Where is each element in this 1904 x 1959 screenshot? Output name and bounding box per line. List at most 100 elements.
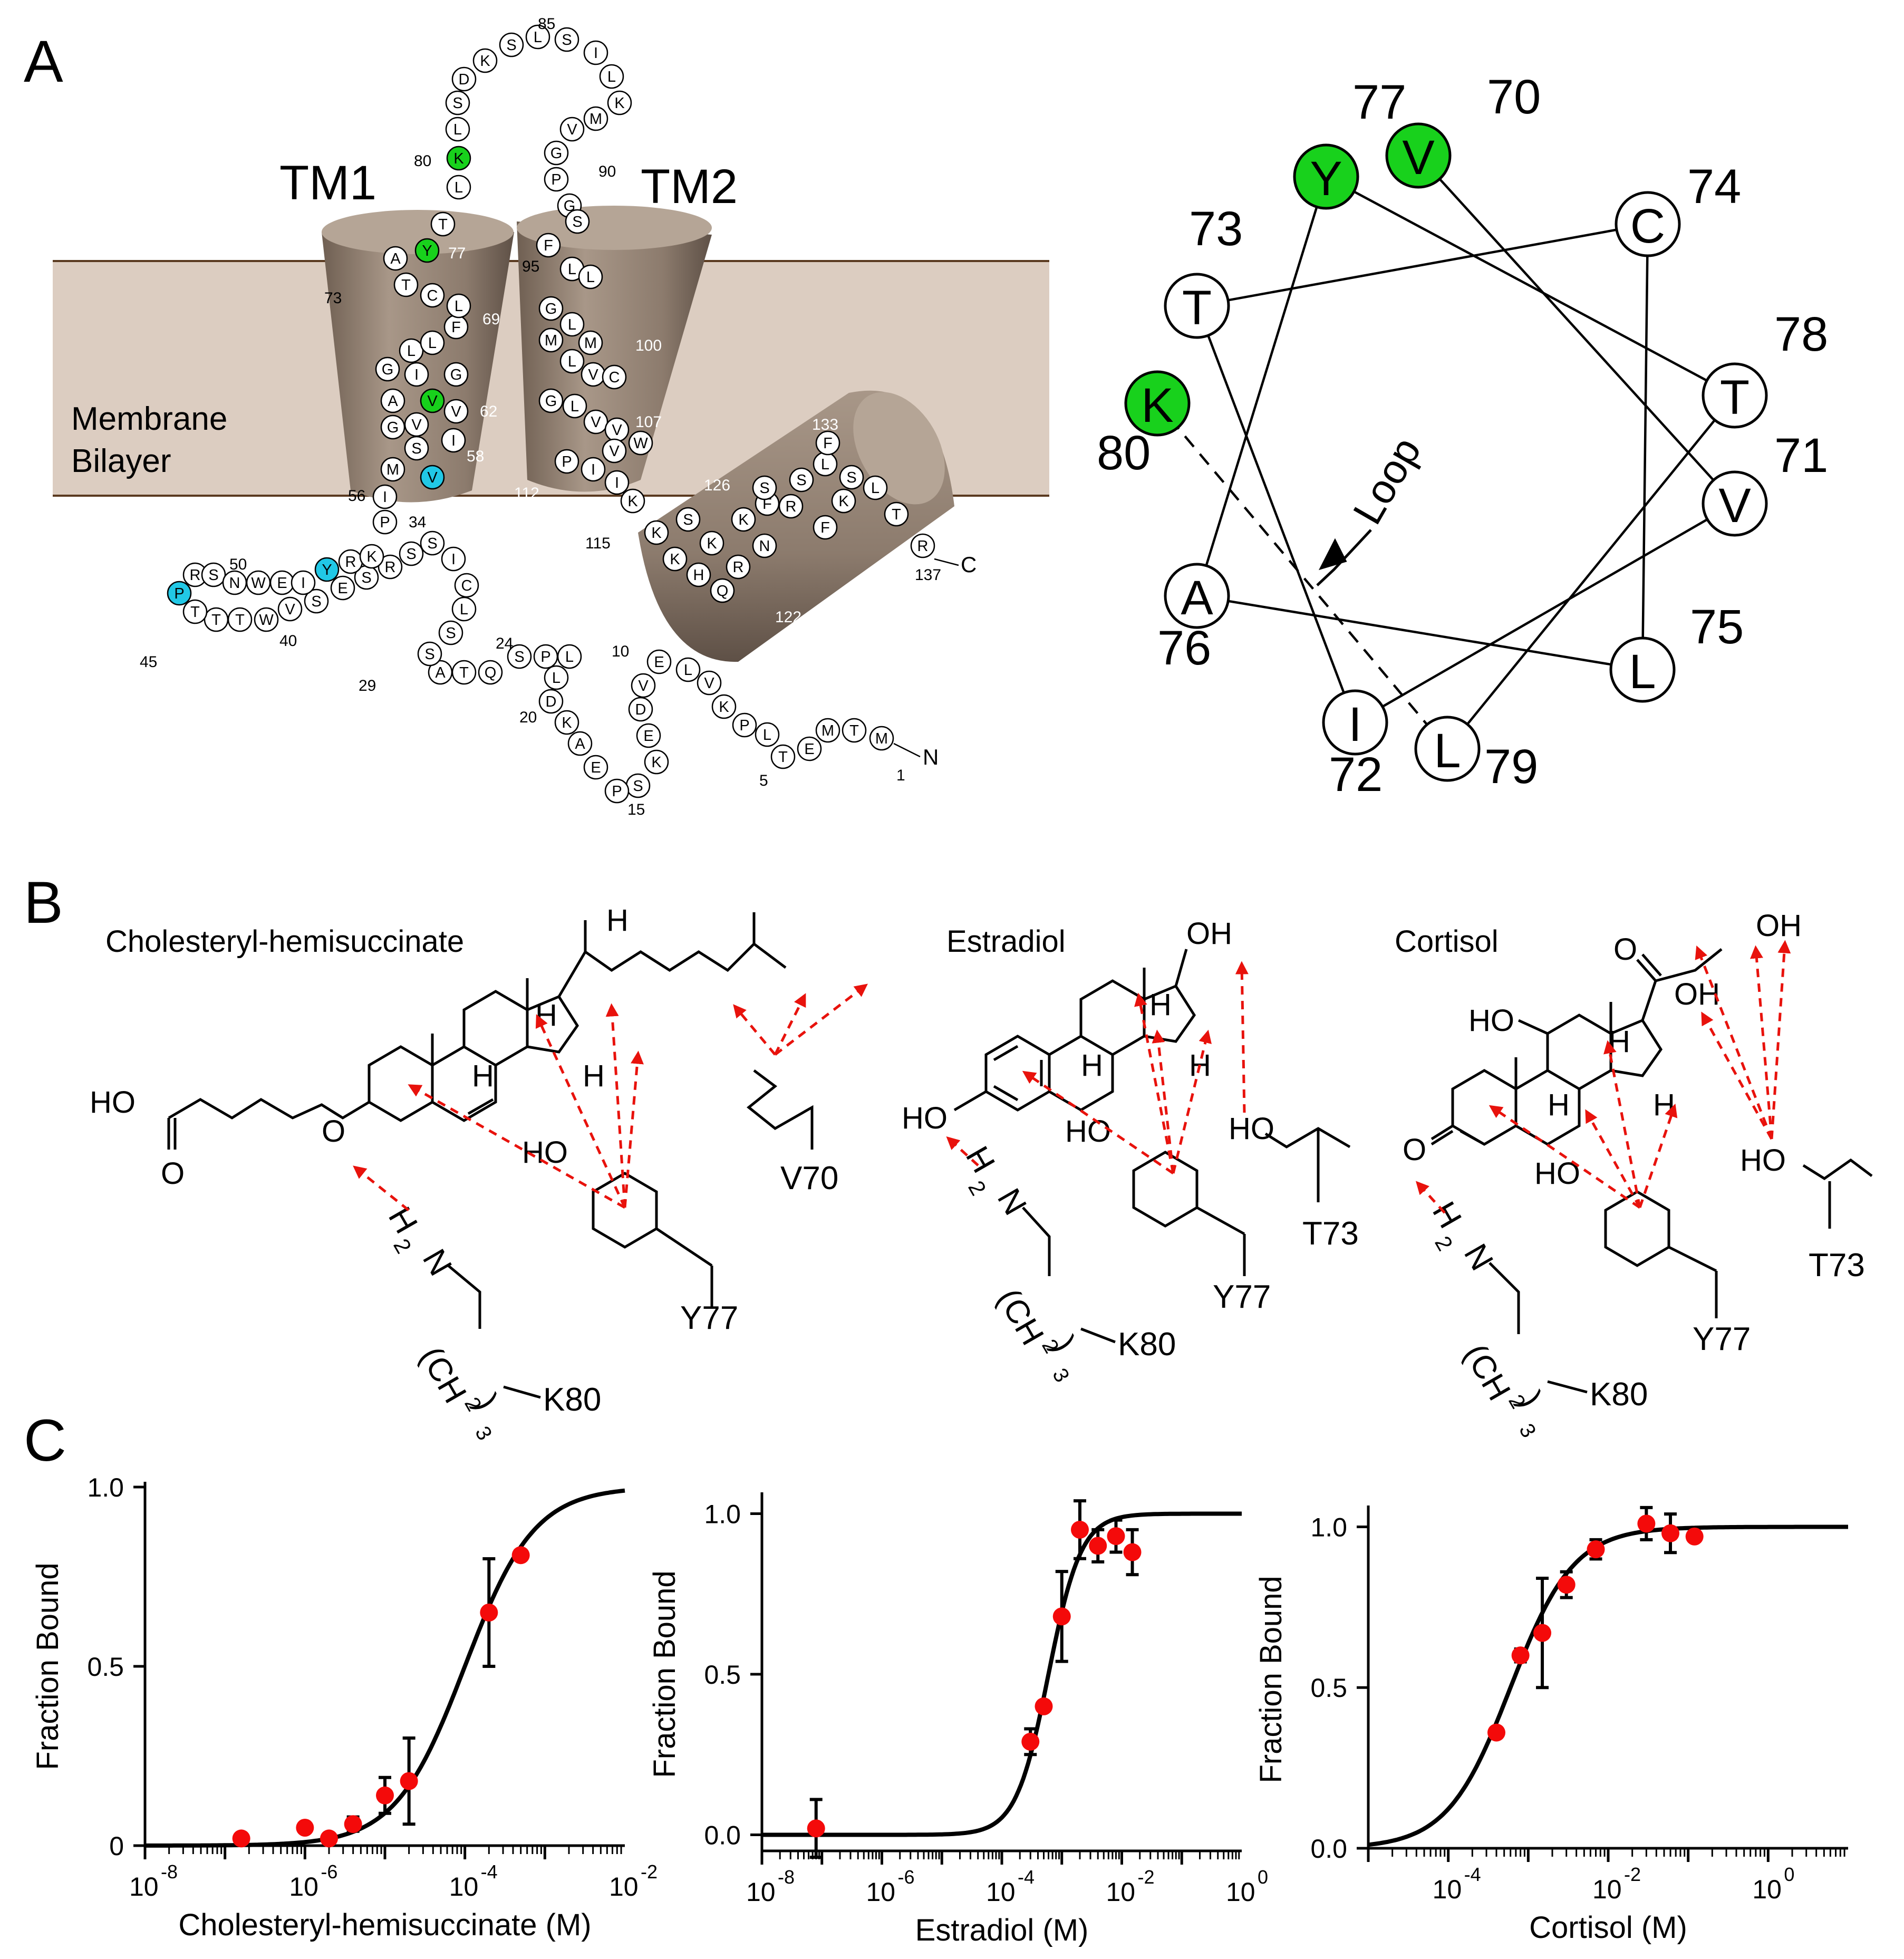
residue-letter: G [382, 361, 394, 378]
panel-label-b: B [24, 870, 63, 935]
residue-bead: L [755, 722, 780, 747]
x-tick-label: 10 [449, 1872, 479, 1902]
tm1-label: TM1 [279, 156, 376, 210]
residue-letter: T [438, 216, 448, 233]
wheel-residue-letter: C [1630, 199, 1665, 253]
wheel-bond [1195, 305, 1357, 723]
loop-label: Loop [1344, 429, 1430, 532]
wheel-residue-number: 73 [1189, 202, 1243, 256]
x-tick-exponent: 0 [1784, 1864, 1794, 1885]
structure-estradiol: Estradiol OH HO H H H HO Y77 HO T73 H 2 … [902, 916, 1359, 1386]
residue-bead: L [420, 330, 445, 355]
cortisol-t73: T73 [1809, 1247, 1865, 1284]
data-point [1557, 1576, 1576, 1594]
residue-letter: F [823, 435, 833, 452]
wheel-residue-letter: Y [1310, 152, 1342, 206]
residue-bead: S [789, 467, 814, 493]
residue-letter: I [451, 551, 456, 568]
residue-letter: R [345, 554, 356, 571]
residue-letter: L [534, 29, 542, 46]
residue-letter: R [190, 567, 201, 584]
residue-bead: M [583, 106, 608, 131]
residue-letter: Q [485, 664, 497, 681]
y-axis-label: Fraction Bound [31, 1562, 65, 1770]
estradiol-amine-n: N [990, 1183, 1033, 1221]
residue-number: 115 [585, 535, 611, 552]
residue-letter: T [235, 612, 245, 629]
residue-letter: W [633, 435, 648, 452]
residue-letter: D [635, 701, 646, 718]
residue-letter: G [545, 393, 557, 410]
x-tick-label: 10 [1752, 1875, 1782, 1904]
y-tick-label: 1.0 [87, 1473, 124, 1502]
cortisol-amine-h: H [1425, 1196, 1468, 1234]
residue-bead: S [420, 530, 445, 556]
c-terminus-label: C [961, 552, 977, 577]
residue-bead: V [443, 399, 469, 424]
residue-letter: M [584, 335, 597, 352]
estradiol-k80: K80 [1118, 1326, 1176, 1363]
data-point [1052, 1607, 1071, 1626]
x-tick-label: 10 [866, 1877, 896, 1907]
c-terminus-bond [934, 558, 959, 566]
residue-letter: P [380, 514, 390, 531]
data-point [296, 1819, 314, 1837]
residue-letter: T [892, 506, 901, 523]
panel-label-c: C [24, 1407, 66, 1473]
residue-bead: K [607, 90, 632, 115]
residue-letter: P [540, 649, 550, 665]
residue-number: 34 [409, 514, 426, 531]
residue-letter: V [411, 417, 422, 433]
residue-bead: I [441, 428, 466, 453]
residue-letter: K [562, 715, 572, 731]
helical-wheel-bonds [1156, 155, 1736, 750]
residue-number: 112 [514, 485, 539, 502]
residue-letter: N [229, 575, 240, 592]
residue-number: 45 [140, 653, 157, 671]
residue-bead: M [538, 327, 564, 353]
residue-letter: L [455, 298, 463, 315]
residue-bead: T [884, 501, 909, 527]
residue-number: 40 [279, 632, 297, 650]
residue-bead: E [646, 649, 672, 674]
residue-letter: K [670, 551, 680, 568]
y-tick-label: 1.0 [704, 1499, 741, 1529]
residue-letter: M [386, 461, 399, 478]
residue-bead: A [428, 660, 453, 685]
residue-letter: D [546, 693, 557, 710]
chs-o-keto: O [161, 1156, 185, 1191]
residue-letter: V [451, 403, 461, 420]
cortisol-ch-sub3: 3 [1514, 1420, 1540, 1442]
x-tick-exponent: -6 [898, 1866, 915, 1888]
wheel-residue: L [1609, 636, 1676, 703]
wheel-residue: T [1164, 273, 1230, 339]
cortisol-o-keto: O [1403, 1133, 1426, 1167]
residue-number: 10 [612, 643, 629, 660]
residue-bead: K [644, 749, 669, 775]
residue-bead: R [378, 554, 403, 580]
data-point [1035, 1697, 1053, 1715]
residue-letter: I [615, 475, 619, 491]
residue-letter: L [568, 261, 576, 278]
x-tick-exponent: -4 [1464, 1864, 1481, 1885]
residue-letter: I [383, 489, 387, 506]
estradiol-title: Estradiol [946, 924, 1066, 959]
residue-letter: R [917, 538, 929, 555]
residue-bead: K [359, 544, 384, 569]
residue-letter: A [435, 664, 446, 681]
wheel-bond [1641, 224, 1649, 670]
residue-bead: F [443, 314, 469, 340]
cortisol-oh-top: OH [1756, 909, 1802, 943]
residue-bead: K [644, 520, 669, 545]
x-tick-label: 10 [1592, 1875, 1622, 1904]
residue-bead: I [604, 470, 630, 495]
residue-letter: K [614, 95, 625, 112]
estradiol-t73: T73 [1302, 1215, 1359, 1252]
residue-bead: N [752, 533, 777, 558]
data-point [1487, 1723, 1505, 1742]
residue-letter: T [849, 722, 859, 739]
wheel-residue: A [1164, 563, 1230, 629]
residue-bead: L [813, 451, 838, 477]
